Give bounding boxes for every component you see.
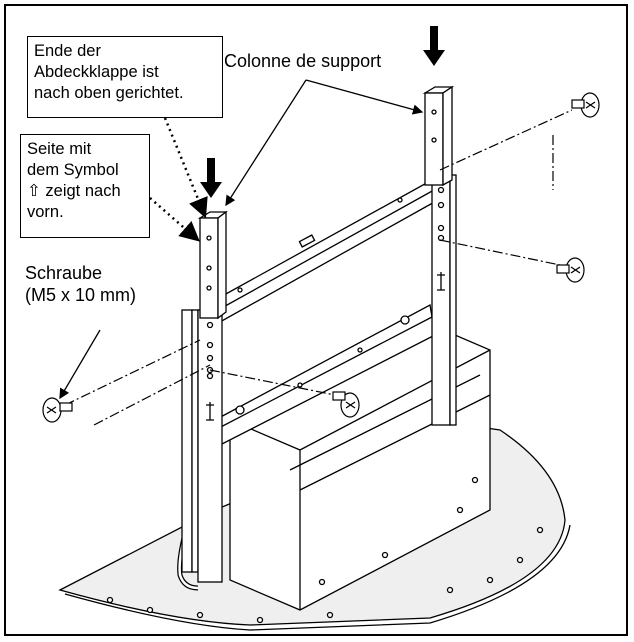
callout-line: dem Symbol (27, 161, 119, 179)
screw-center (209, 369, 360, 418)
leader-lines (59, 79, 424, 400)
screw-right-bottom (439, 135, 585, 283)
front-frame (181, 309, 223, 583)
callout-line: Ende der (34, 42, 101, 60)
screw-left-front (42, 339, 211, 426)
callout-line: ⇧ zeigt nach (27, 182, 121, 200)
right-down-arrow (423, 26, 445, 66)
callout-line: Seite mit (27, 140, 92, 158)
upper-rail (214, 179, 439, 323)
symbol-side-callout: Seite mit dem Symbol ⇧ zeigt nach vorn. (20, 134, 150, 238)
screw-label-line: (M5 x 10 mm) (25, 285, 137, 305)
dotted-leader-lines (149, 117, 208, 242)
screw-label-line: Schraube (25, 263, 103, 283)
back-frame (431, 174, 457, 426)
left-support-column (197, 210, 228, 320)
support-column-label: Colonne de support (224, 51, 382, 71)
callout-line: vorn. (27, 203, 64, 221)
callout-line: nach oben gerichtet. (34, 84, 184, 102)
left-down-arrow (200, 158, 222, 198)
callout-line: Abdeckklappe ist (34, 63, 159, 81)
screw-right-top (439, 92, 600, 171)
cover-end-callout: Ende der Abdeckklappe ist nach oben geri… (27, 36, 223, 118)
right-support-column (422, 85, 455, 187)
screw-label: Schraube (M5 x 10 mm) (25, 262, 136, 306)
